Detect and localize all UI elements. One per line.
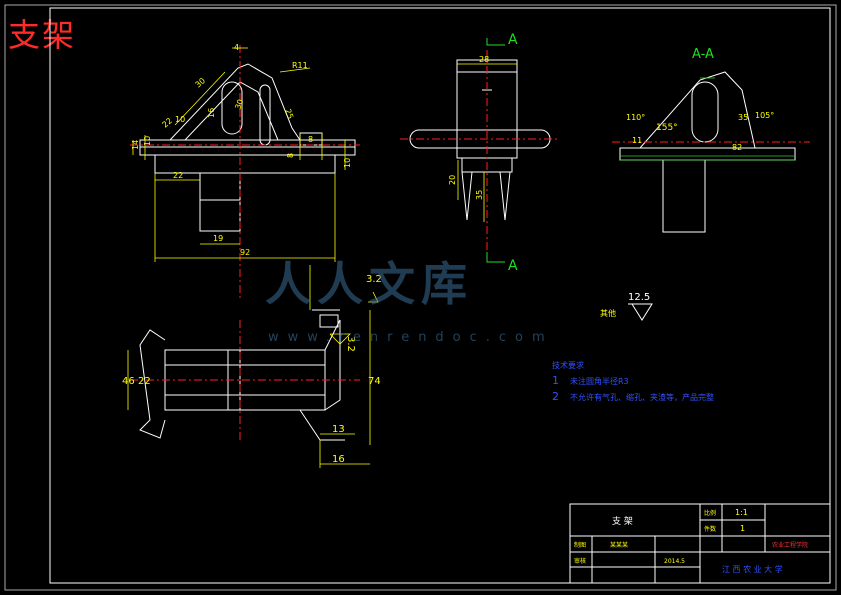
- tb-designer: 某某某: [610, 542, 628, 549]
- title-block-lines: [569, 503, 831, 584]
- dim-front-15: 19: [213, 234, 223, 243]
- roughness-value: 12.5: [628, 292, 650, 303]
- dim-front-14: 10: [343, 158, 352, 168]
- tb-qty: 1: [740, 524, 745, 533]
- tb-scale-label: 比例: [704, 509, 716, 517]
- dim-top-2: 22: [138, 376, 151, 387]
- dim-front-6: 10: [175, 115, 185, 124]
- side-view-centerlines: [400, 50, 560, 262]
- roughness-top-1: 3.2: [366, 274, 382, 285]
- roughness-symbol: [628, 303, 653, 321]
- tb-date: 2014.5: [664, 558, 685, 565]
- technical-notes: 技术要求 1 未注圆角半径R3 2 不允许有气孔、缩孔、夹渣等，产品完整: [552, 360, 714, 403]
- dim-front-10: 14: [131, 140, 140, 150]
- top-view-centerlines: [130, 320, 360, 440]
- dim-section-4: 35: [738, 113, 748, 122]
- dim-top-1: 46: [122, 376, 135, 387]
- section-hatch: [620, 77, 795, 161]
- dim-top-4: 13: [332, 424, 345, 435]
- tb-qty-label: 件数: [704, 525, 716, 533]
- dim-side-1: 28: [479, 55, 489, 64]
- tb-part-name: 支 架: [612, 515, 633, 527]
- inner-frame: [49, 7, 831, 584]
- section-cut-marks: [486, 38, 505, 263]
- note-1-num: 1: [552, 374, 559, 387]
- front-view-dim-lines: [132, 47, 346, 262]
- note-2-num: 2: [552, 390, 559, 403]
- dim-front-3: 30: [194, 76, 208, 89]
- dim-section-1: 110°: [626, 113, 645, 122]
- dim-section-3: 105°: [755, 111, 774, 120]
- watermark-url: www.renrendoc.com: [268, 330, 554, 345]
- outer-frame: [4, 4, 837, 591]
- top-view-dim-lines: [127, 265, 379, 468]
- front-view-dims: 4 R11 30 30 25 10 22 16 8 14 10 22 8 10 …: [131, 43, 352, 257]
- drawing-title: 支架: [8, 16, 77, 54]
- dim-front-1: 4: [234, 43, 239, 52]
- section-view: [619, 71, 796, 233]
- dim-section-2: 155°: [656, 123, 678, 133]
- dim-front-12: 22: [173, 171, 183, 180]
- dim-top-3: 74: [368, 376, 381, 387]
- dim-front-16: 92: [240, 248, 250, 257]
- tb-school: 江 西 农 业 大 学: [722, 564, 783, 574]
- front-view: [139, 63, 356, 232]
- tb-check-label: 审核: [574, 557, 586, 565]
- roughness-top-2: 3.2: [345, 336, 356, 352]
- side-view-dim-lines: [457, 63, 517, 222]
- dim-front-7: 22: [161, 116, 175, 129]
- dim-front-2: R11: [292, 61, 308, 70]
- watermark-text: 人人文库: [265, 257, 473, 311]
- dim-front-4: 30: [233, 98, 245, 111]
- dim-top-5: 16: [332, 454, 345, 465]
- section-view-labels: A-A 110° 155° 105° 35 11 82: [626, 47, 774, 152]
- section-mark-top: A: [508, 32, 518, 48]
- dim-section-6: 82: [732, 143, 742, 152]
- dim-front-13: 8: [286, 153, 295, 158]
- tb-scale: 1:1: [735, 508, 748, 517]
- dim-side-3: 35: [475, 190, 484, 200]
- dim-side-2: 20: [448, 175, 457, 185]
- roughness-label: 其他: [600, 308, 616, 318]
- top-view-labels: 46 22 74 13 16 3.2 3.2: [122, 274, 382, 465]
- dim-front-8: 16: [207, 108, 216, 118]
- notes-heading: 技术要求: [552, 360, 584, 370]
- dim-front-11: 10: [143, 136, 152, 146]
- front-view-centerlines: [130, 45, 360, 300]
- dim-section-5: 11: [632, 136, 642, 145]
- tb-design-label: 制图: [574, 541, 586, 549]
- note-2-text: 不允许有气孔、缩孔、夹渣等，产品完整: [570, 392, 714, 402]
- roughness-text: 12.5 其他: [600, 292, 650, 318]
- dim-front-5: 25: [283, 108, 295, 121]
- section-mark-bottom: A: [508, 258, 518, 274]
- side-view-labels: A A 28 20 35: [448, 32, 518, 274]
- section-title: A-A: [692, 47, 714, 62]
- note-1-text: 未注圆角半径R3: [570, 376, 629, 386]
- tb-drawing-no: 农业工程学院: [772, 541, 808, 549]
- title-block-text: 支 架 比例 1:1 件数 1 制图 某某某 审核 2014.5 农业工程学院 …: [574, 508, 808, 574]
- dim-front-9: 8: [308, 135, 313, 144]
